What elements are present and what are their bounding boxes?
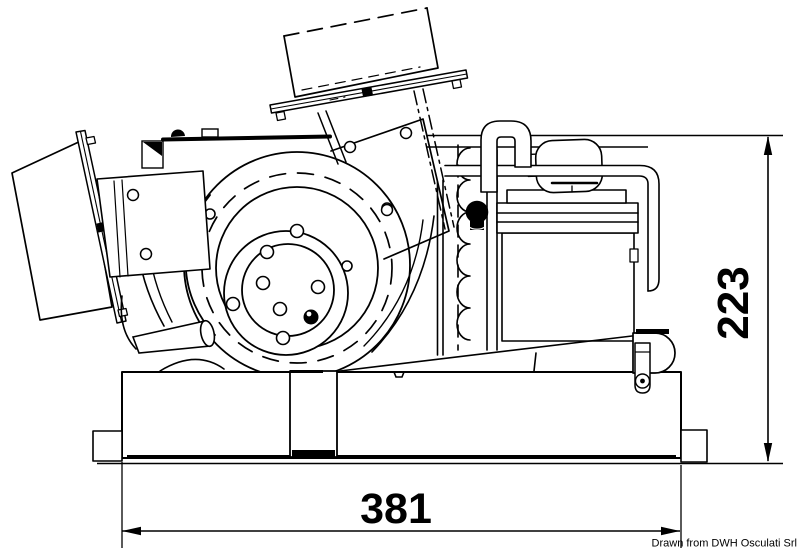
mounting-tab-left [92, 430, 123, 462]
compressor-assembly [436, 120, 660, 356]
left-top-bracket [141, 140, 164, 169]
width-dimension-label: 381 [360, 485, 432, 533]
dimension-height: 223 [709, 136, 773, 462]
arrow-up-icon [763, 136, 773, 155]
mounting-tab-right [680, 429, 708, 463]
height-dimension-label: 223 [709, 266, 758, 339]
impeller-bolt-holes [204, 202, 393, 346]
drain-pipe-cap [636, 329, 669, 334]
arrow-right-icon [661, 526, 680, 536]
left-adapter-plate [96, 170, 211, 278]
flange-bolt [275, 110, 287, 122]
flange-bolt [451, 78, 463, 90]
drip-pan-edge [339, 335, 633, 378]
flange-bolt [117, 307, 129, 318]
adapter-bolt-hole [126, 188, 140, 202]
transition-panel [330, 118, 450, 260]
base-tray-group [92, 370, 783, 465]
service-valve-icon [465, 200, 489, 230]
top-duct-flange [269, 69, 469, 122]
dimension-width: 381 [121, 462, 682, 548]
drain-bracket [634, 342, 651, 394]
duct-hidden-edge [283, 7, 428, 37]
housing-top-plate [141, 128, 332, 169]
duct-hidden-line [301, 66, 421, 91]
drain-pipe-group [632, 329, 676, 394]
refrigerant-pipe-arch [480, 120, 532, 193]
duct-support-legs [317, 88, 455, 230]
top-duct-assembly [269, 7, 469, 260]
left-duct-assembly [11, 129, 211, 324]
top-fitting-box [201, 128, 219, 138]
arrow-left-icon [122, 526, 141, 536]
hidden-circle-dashed [201, 172, 393, 364]
top-fitting-dome [170, 129, 185, 137]
drain-hose [120, 295, 225, 372]
compressor-body [496, 189, 639, 342]
watermark-text: Drawn from DWH Osculati Srl [652, 538, 797, 549]
blower-housing [135, 151, 435, 379]
base-tray [121, 371, 682, 459]
frame-rail [444, 164, 660, 292]
top-duct [283, 7, 439, 98]
hub-dark-hole [303, 309, 319, 325]
flange-bolt [85, 135, 97, 146]
flange-clip [361, 87, 373, 97]
adapter-bolt-hole [139, 247, 153, 261]
center-foot [289, 370, 338, 458]
arrow-down-icon [763, 443, 773, 462]
